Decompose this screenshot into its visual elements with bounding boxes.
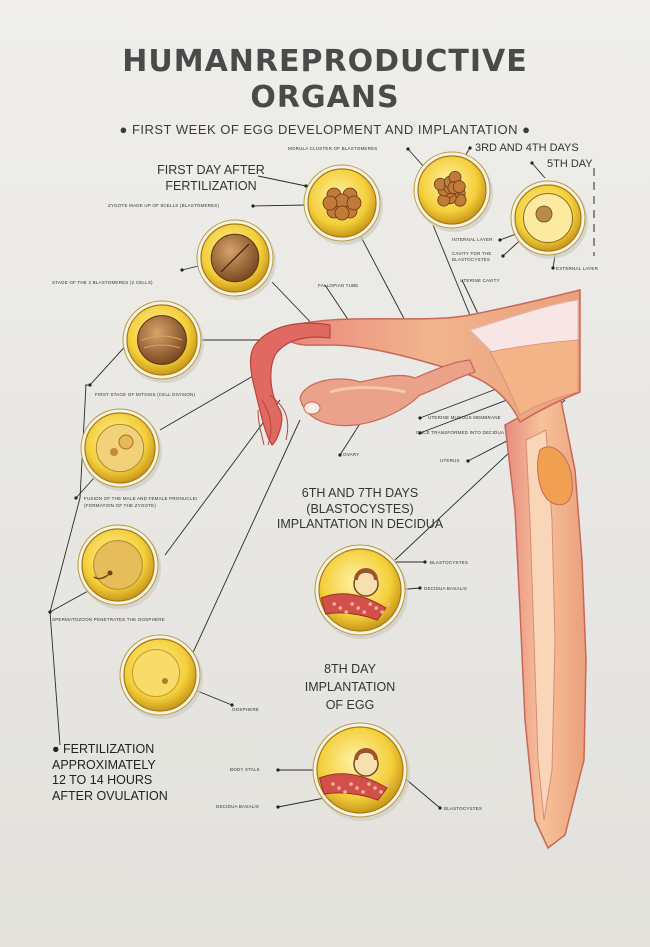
fertilization-note: ● FERTILIZATION APPROXIMATELY 12 TO 14 H…	[52, 742, 168, 803]
label-internal-layer: INTERNAL LAYER	[452, 237, 493, 242]
uterus-and-vagina	[504, 393, 587, 850]
disc-two-blastomeres	[196, 219, 276, 300]
title-line-1: HUMANREPRODUCTIVE	[122, 44, 528, 79]
label-fallopian-tube: FALLOPIAN TUBE	[318, 283, 359, 288]
label-spermatozoon: SPERMATOZOON PENETRATES THE OOSPHERE	[52, 617, 165, 622]
label-fusion-pronuclei: FUSION OF THE MALE AND FEMALE PRONUCLEI …	[84, 496, 198, 509]
label-ovary: OVARY	[343, 452, 360, 457]
leader-dots	[48, 146, 555, 810]
fallopian-tube	[249, 322, 331, 446]
label-zygote-8-cells: ZYGOTE MADE UP OF 8CELLS (BLASTOMERES)	[108, 203, 220, 208]
heading-third-fourth-days: 3RD AND 4TH DAYS	[475, 142, 579, 154]
heading-eighth-day: 8TH DAY IMPLANTATION OF EGG	[304, 662, 396, 713]
label-transformed-decidua: ONCE TRANSFORMED INTO DECIDUA	[416, 430, 505, 435]
disc-fusion	[80, 408, 162, 491]
label-uterus: UTERUS	[440, 458, 460, 463]
label-body-stalk: BODY STALK	[230, 767, 260, 772]
label-blastocystes-8: BLASTOCYSTES	[444, 806, 483, 811]
title-line-2: ORGANS	[250, 80, 400, 115]
uterine-body	[276, 289, 581, 424]
label-external-layer: EXTERNAL LAYER	[556, 266, 599, 271]
ovary	[299, 359, 476, 427]
label-decidua-basalis-6: DECIDUA BASALIS	[424, 586, 468, 591]
label-stage-2-blastomeres: STAGE OF THE 2 BLASTOMERES (2 CELLS)	[52, 280, 153, 285]
heading-first-day: FIRST DAY AFTER FERTILIZATION	[157, 163, 265, 193]
disc-blastocyst	[510, 180, 588, 259]
disc-first-mitosis	[122, 300, 204, 383]
label-decidua-basalis-8: DECIDUA BASALIS	[216, 804, 260, 809]
heading-sixth-seventh-days: 6TH AND 7TH DAYS (BLASTOCYSTES) IMPLANTA…	[276, 486, 444, 532]
label-first-mitosis: FIRST STAGE OF MITOSIS (CELL DIVISION)	[95, 392, 196, 397]
label-cavity: CAVITY FOR THE BLASTOCYSTES	[452, 251, 492, 262]
disc-morula	[413, 151, 493, 232]
label-oosphere: OOSPHERE	[232, 707, 260, 712]
disc-implantation-6-7	[314, 544, 408, 639]
label-blastocystes-6: BLASTOCYSTES	[430, 560, 469, 565]
disc-oosphere	[119, 634, 203, 719]
label-morula: MORULA CLUSTER OF BLASTOMERES	[288, 146, 378, 151]
subtitle: ● FIRST WEEK OF EGG DEVELOPMENT AND IMPL…	[119, 122, 531, 137]
disc-spermatozoon	[77, 524, 161, 609]
disc-eight-cells	[303, 164, 383, 245]
heading-fifth-day: 5TH DAY	[547, 158, 593, 170]
label-mucous-membrane: UTERINE MUCOUS MEMBRANE	[428, 415, 501, 420]
label-uterine-cavity: UTERINE CAVITY	[460, 278, 500, 283]
disc-implantation-8	[312, 722, 410, 821]
